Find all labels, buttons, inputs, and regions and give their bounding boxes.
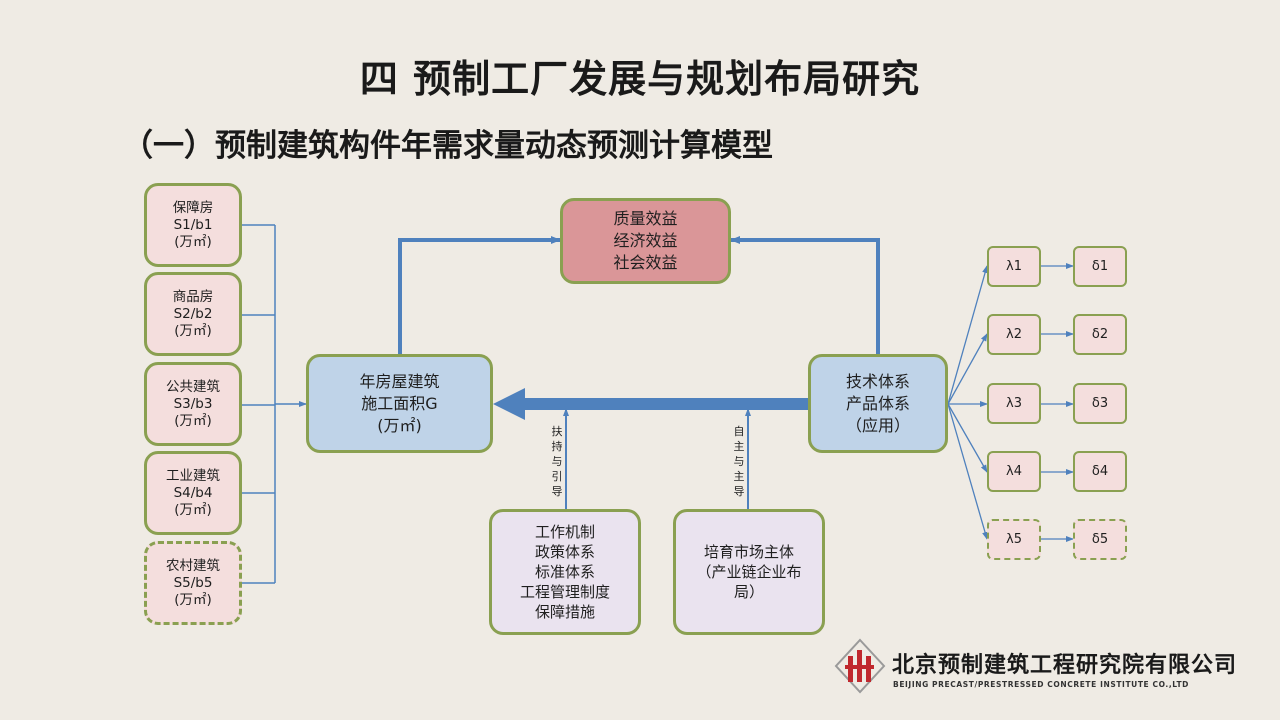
tech-system-box: 技术体系 产品体系 （应用） (808, 354, 948, 453)
company-name-cn: 北京预制建筑工程研究院有限公司 (892, 653, 1238, 678)
lambda-box-4: λ4 (987, 451, 1041, 492)
left-box-rural-building: 农村建筑 S5/b5 (万㎡) (144, 541, 242, 625)
benefit-box: 质量效益 经济效益 社会效益 (560, 198, 731, 284)
lambda-box-2: λ2 (987, 314, 1041, 355)
page-title: 四 预制工厂发展与规划布局研究 (359, 57, 921, 101)
left-box-commercial-housing: 商品房 S2/b2 (万㎡) (144, 272, 242, 356)
page-subtitle: （一）预制建筑构件年需求量动态预测计算模型 (122, 128, 773, 164)
delta-box-3: δ3 (1073, 383, 1127, 424)
area-to-benefit-arrow (398, 236, 561, 355)
tech-to-lambda-fan (947, 265, 988, 540)
delta-box-5: δ5 (1073, 519, 1127, 560)
lambda-to-delta-arrows (1041, 263, 1074, 542)
support-guidance-label: 扶持与引导 (551, 425, 563, 498)
left-bracket-connector (242, 224, 276, 584)
construction-area-box: 年房屋建筑 施工面积G (万㎡) (306, 354, 493, 453)
lambda-box-3: λ3 (987, 383, 1041, 424)
left-box-industrial-building: 工业建筑 S4/b4 (万㎡) (144, 451, 242, 535)
delta-box-2: δ2 (1073, 314, 1127, 355)
delta-box-1: δ1 (1073, 246, 1127, 287)
autonomy-leading-label: 自主与主导 (733, 425, 745, 498)
company-name-en: BEIJING PRECAST/PRESTRESSED CONCRETE INS… (893, 680, 1189, 689)
left-box-public-building: 公共建筑 S3/b3 (万㎡) (144, 362, 242, 446)
company-logo-icon (834, 638, 886, 694)
lambda-box-1: λ1 (987, 246, 1041, 287)
policy-mechanism-box: 工作机制 政策体系 标准体系 工程管理制度 保障措施 (489, 509, 641, 635)
lambda-box-5: λ5 (987, 519, 1041, 560)
tech-to-area-thick-arrow (493, 388, 808, 420)
tech-to-benefit-arrow (730, 236, 880, 355)
market-subject-box: 培育市场主体 （产业链企业布 局） (673, 509, 825, 635)
left-box-affordable-housing: 保障房 S1/b1 (万㎡) (144, 183, 242, 267)
delta-box-4: δ4 (1073, 451, 1127, 492)
